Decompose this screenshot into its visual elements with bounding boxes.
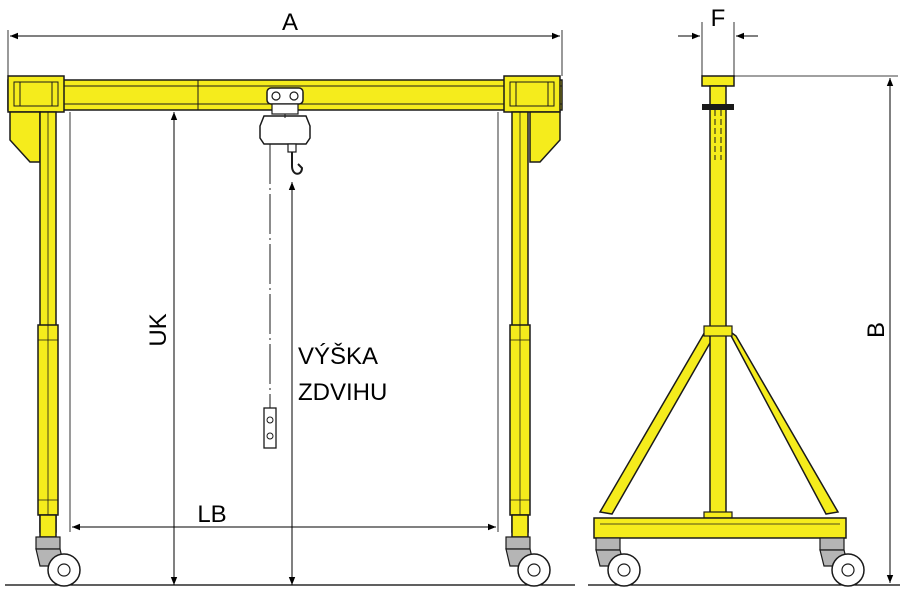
right-leg [509,111,531,538]
dimension-f [678,22,758,76]
front-left-wheel [35,536,81,587]
side-view: F B [588,5,900,587]
base-beam [593,517,847,539]
right-gusset [529,111,561,163]
label-lift-height-2: ZDVIHU [298,379,387,406]
label-a: A [282,9,298,36]
dimension-a [7,30,563,76]
front-right-wheel [505,536,551,587]
left-leg [37,111,59,538]
dimension-lb [69,112,499,532]
right-brace [727,329,840,515]
side-right-wheel [819,537,865,587]
side-column [701,75,735,519]
front-view: A UK VÝŠKA ZDVIHU LB [5,9,575,587]
hoist [259,87,311,449]
dimension-b [734,75,898,583]
left-brace [598,328,715,515]
left-gusset [9,111,41,163]
label-lb: LB [197,501,226,528]
label-lift-height-1: VÝŠKA [298,342,378,370]
side-left-wheel [595,537,641,587]
label-uk: UK [145,313,172,346]
label-b: B [863,322,890,338]
label-f: F [711,5,726,32]
